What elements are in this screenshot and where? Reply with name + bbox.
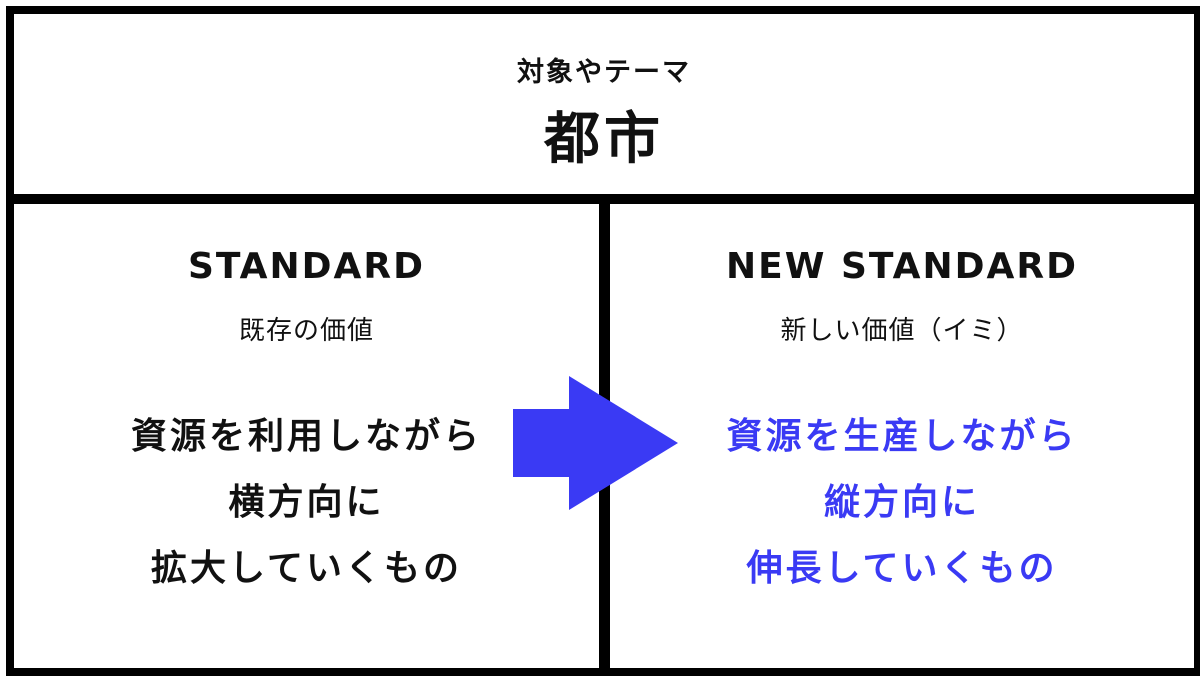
standard-line: 拡大していくもの <box>151 548 462 589</box>
new-standard-description: 資源を生産しながら 縦方向に 伸長していくもの <box>610 404 1194 602</box>
new-standard-line: 資源を生産しながら <box>726 416 1078 457</box>
right-arrow-icon <box>513 376 678 510</box>
theme-label: 対象やテーマ <box>517 57 691 88</box>
new-standard-heading: NEW STANDARD <box>726 246 1078 287</box>
standard-line: 資源を利用しながら <box>130 416 482 457</box>
standard-description: 資源を利用しながら 横方向に 拡大していくもの <box>14 404 599 602</box>
new-standard-panel: NEW STANDARD 新しい価値（イミ） 資源を生産しながら 縦方向に 伸長… <box>610 204 1194 668</box>
arrow-shape <box>513 376 678 510</box>
new-standard-line: 伸長していくもの <box>746 548 1058 589</box>
standard-line: 横方向に <box>228 482 385 523</box>
new-standard-subheading: 新しい価値（イミ） <box>780 316 1024 346</box>
standard-heading: STANDARD <box>187 246 426 287</box>
theme-header: 対象やテーマ 都市 <box>14 14 1194 204</box>
standard-panel: STANDARD 既存の価値 資源を利用しながら 横方向に 拡大していくもの <box>14 204 599 668</box>
standard-subheading: 既存の価値 <box>238 316 374 346</box>
theme-title: 都市 <box>544 107 664 172</box>
comparison-frame: 対象やテーマ 都市 STANDARD 既存の価値 資源を利用しながら 横方向に … <box>6 6 1200 676</box>
new-standard-line: 縦方向に <box>823 482 980 523</box>
